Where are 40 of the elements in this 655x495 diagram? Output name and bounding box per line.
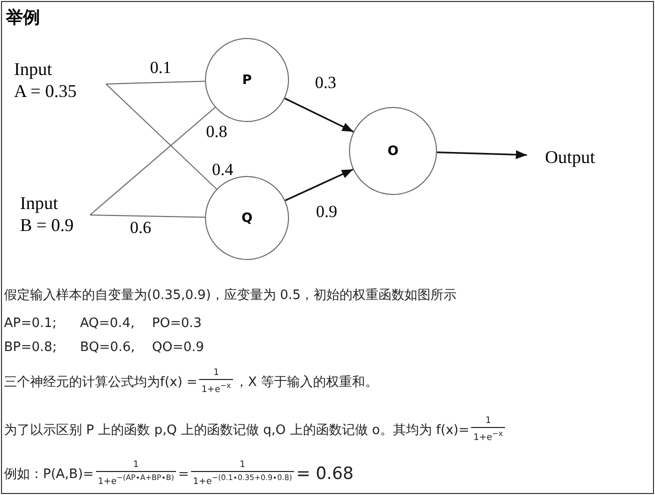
fraction-denominator: 1+e$^{−(0.1∙0.35+0.9∙0.8)}$ [190, 471, 294, 488]
weight-text: AQ=0.4, [80, 316, 135, 330]
weight-label: 0.6 [130, 218, 152, 238]
note-text: 例如：P(A,B)= [4, 466, 94, 483]
note-text: = [178, 466, 189, 482]
neuron-circle: Q [205, 176, 289, 260]
weight-label: 0.8 [206, 122, 228, 142]
weight-text: PO=0.3 [152, 316, 202, 330]
connection-line [90, 106, 216, 216]
weight-label: 0.1 [150, 58, 172, 78]
result-text: = 0.68 [296, 464, 354, 484]
arrow [284, 98, 354, 132]
note-text: 假定输入样本的自变量为(0.35,0.9)，应变量为 0.5，初始的权重函数如图所示 [4, 287, 457, 304]
weight-text: BQ=0.6, [80, 340, 135, 354]
fraction-numerator: 1 [484, 416, 492, 427]
neuron-circle: O [349, 107, 437, 195]
input-label: Input B = 0.9 [20, 192, 100, 236]
arrow [284, 168, 354, 202]
note-text: ，X 等于输入的权重和。 [235, 374, 378, 391]
weight-text: QO=0.9 [152, 340, 204, 354]
fraction-numerator: 1 [132, 460, 140, 471]
title-text: 举例 [6, 7, 40, 29]
note-text: 为了以示区别 P 上的函数 p,Q 上的函数记做 q,O 上的函数记做 o。其均为 f(x)= [4, 422, 470, 439]
weight-label: 0.3 [315, 73, 336, 93]
connection-line [106, 84, 218, 190]
fraction-denominator: 1+e$^{−x}$ [471, 427, 505, 444]
arrow [436, 150, 528, 160]
weight-text: BP=0.8; [4, 340, 57, 354]
note-text: 三个神经元的计算公式均为f(x) = [4, 374, 198, 391]
input-label: Input A = 0.35 [14, 58, 104, 102]
connection-line [90, 214, 206, 218]
weight-text: AP=0.1; [4, 316, 57, 330]
fraction-numerator: 1 [238, 460, 246, 471]
weight-label: 0.9 [316, 202, 338, 222]
neuron-circle: P [205, 38, 289, 122]
connection-line [106, 80, 206, 84]
fraction-denominator: 1+e$^{−(AP∙A+BP∙B)}$ [96, 471, 176, 488]
fraction-numerator: 1 [212, 368, 220, 379]
output-label: Output [545, 146, 615, 168]
fraction-denominator: 1+e$^{−x}$ [199, 379, 233, 396]
